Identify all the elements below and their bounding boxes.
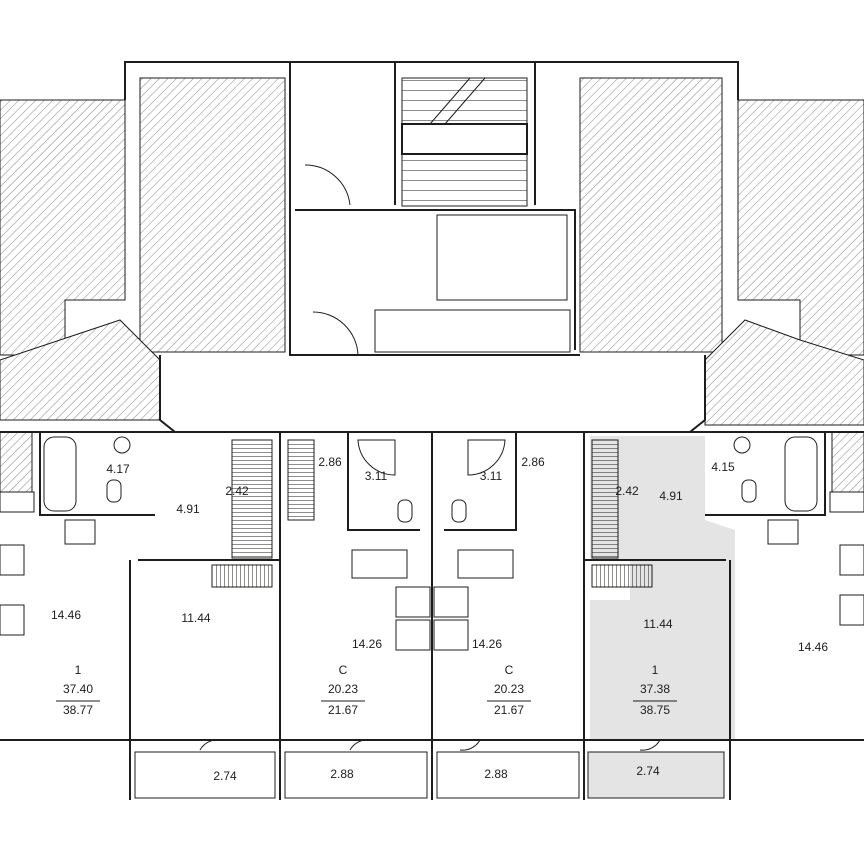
studio1-balcony-area: 2.88 bbox=[330, 767, 354, 781]
right-bath-area: 4.15 bbox=[711, 460, 735, 474]
building-walls bbox=[0, 61, 864, 800]
fixtures bbox=[0, 436, 864, 651]
apartment-rooms-count: С bbox=[505, 663, 514, 677]
radiators bbox=[211, 439, 653, 588]
studio2-balcony-area: 2.88 bbox=[484, 767, 508, 781]
room-labels: 4.17 4.91 2.42 14.46 11.44 2.74 3.11 2.8… bbox=[51, 455, 828, 783]
apartment-total-area: 21.67 bbox=[328, 703, 358, 717]
left-hall-area: 4.91 bbox=[176, 502, 200, 516]
studio1-bath-area: 3.11 bbox=[365, 469, 388, 483]
doors bbox=[199, 164, 661, 751]
studio1-main-area: 14.26 bbox=[352, 637, 382, 651]
stove-icon bbox=[839, 544, 864, 576]
shower-icon bbox=[357, 439, 396, 476]
stove-icon bbox=[829, 491, 864, 513]
apartment-living-area: 20.23 bbox=[328, 682, 358, 696]
highlighted-apartment bbox=[588, 436, 735, 798]
sink-icon bbox=[733, 436, 751, 454]
fridge-icon bbox=[395, 619, 431, 651]
stove-icon bbox=[395, 586, 431, 618]
staircase bbox=[401, 77, 528, 207]
bathtub-icon bbox=[43, 436, 77, 512]
sink-icon bbox=[113, 436, 131, 454]
left-room-area: 11.44 bbox=[181, 611, 210, 625]
hatched-neighbour-areas bbox=[0, 77, 864, 493]
right-room-area: 11.44 bbox=[643, 617, 672, 631]
kitchen-sink-icon bbox=[457, 549, 514, 579]
kitchen-sink-icon bbox=[351, 549, 408, 579]
stove-icon bbox=[0, 604, 25, 636]
left-balcony-area: 2.74 bbox=[213, 769, 237, 783]
apartment-total-area: 38.77 bbox=[63, 703, 93, 717]
apartment-living-area: 37.40 bbox=[63, 682, 93, 696]
stove-icon bbox=[433, 586, 469, 618]
stove-icon bbox=[0, 491, 35, 513]
apartment-rooms-count: 1 bbox=[652, 663, 659, 677]
right-closet-area: 2.42 bbox=[615, 484, 639, 498]
stove-icon bbox=[839, 594, 864, 626]
left-bath-area: 4.17 bbox=[106, 462, 130, 476]
toilet-icon bbox=[451, 499, 467, 523]
fridge-icon bbox=[433, 619, 469, 651]
stove-icon bbox=[0, 544, 25, 576]
right-hall-area: 4.91 bbox=[659, 489, 683, 503]
apartment-3-summary: С 20.23 21.67 bbox=[487, 663, 531, 717]
apartment-rooms-count: С bbox=[339, 663, 348, 677]
studio2-main-area: 14.26 bbox=[472, 637, 502, 651]
toilet-icon bbox=[397, 499, 413, 523]
apartment-total-area: 21.67 bbox=[494, 703, 524, 717]
studio2-hall-area: 2.86 bbox=[521, 455, 545, 469]
right-balcony-area: 2.74 bbox=[636, 764, 660, 778]
right-kitchen-area: 14.46 bbox=[798, 640, 828, 654]
fridge-icon bbox=[767, 519, 799, 545]
apartment-rooms-count: 1 bbox=[75, 663, 82, 677]
studio1-hall-area: 2.86 bbox=[318, 455, 342, 469]
fridge-icon bbox=[64, 519, 96, 545]
apartment-total-area: 38.75 bbox=[640, 703, 670, 717]
apartment-1-summary: 1 37.40 38.77 bbox=[56, 663, 100, 717]
apartment-4-summary: 1 37.38 38.75 bbox=[633, 663, 677, 717]
toilet-icon bbox=[741, 479, 757, 503]
toilet-icon bbox=[106, 479, 122, 503]
apartment-2-summary: С 20.23 21.67 bbox=[321, 663, 365, 717]
apartment-summaries: 1 37.40 38.77 С 20.23 21.67 С 20.23 21.6… bbox=[56, 663, 677, 717]
bathtub-icon bbox=[784, 436, 818, 512]
studio2-bath-area: 3.11 bbox=[480, 469, 503, 483]
left-kitchen-area: 14.46 bbox=[51, 608, 81, 622]
apartment-living-area: 37.38 bbox=[640, 682, 670, 696]
left-closet-area: 2.42 bbox=[225, 484, 249, 498]
apartment-living-area: 20.23 bbox=[494, 682, 524, 696]
shower-icon bbox=[467, 439, 506, 476]
